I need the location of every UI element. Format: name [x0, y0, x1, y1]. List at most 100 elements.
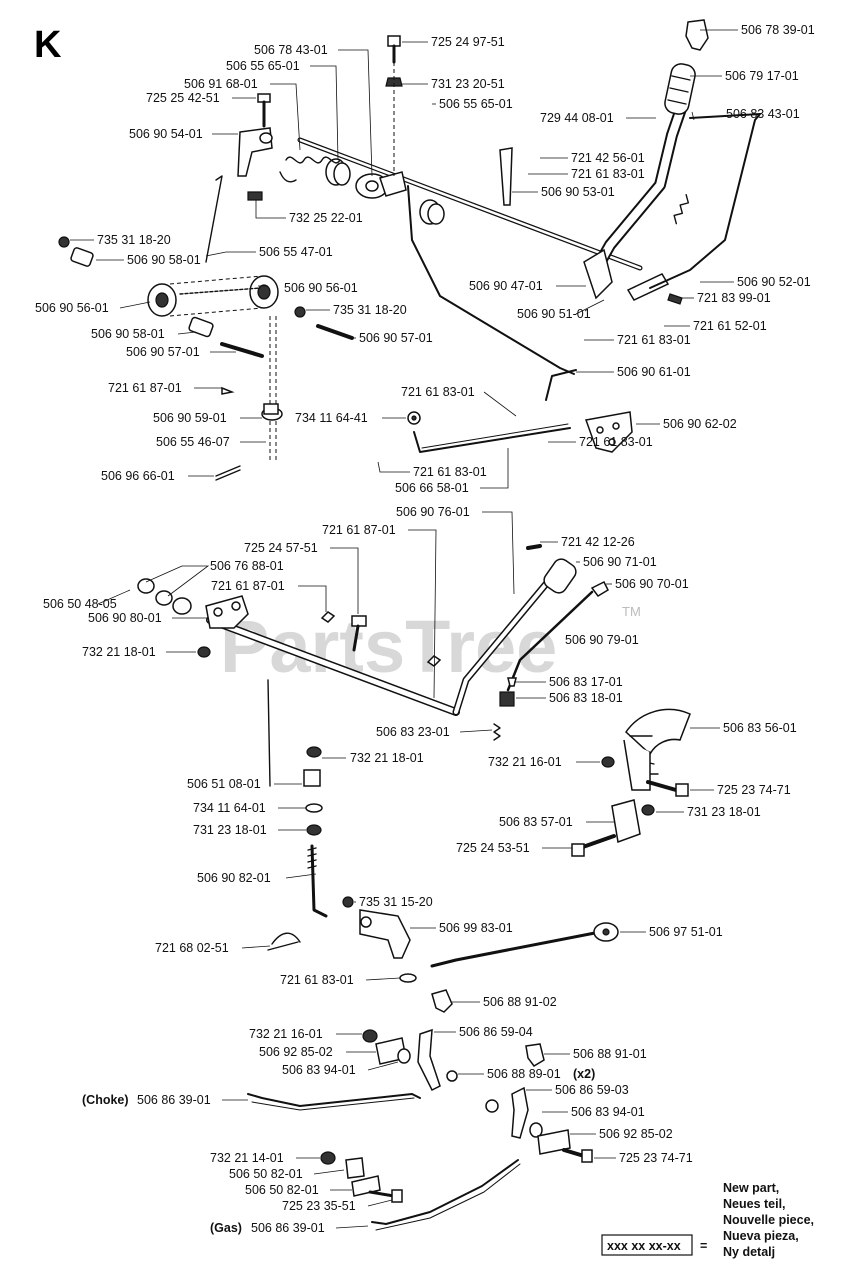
part-label: 721 61 83-01 [280, 973, 354, 987]
part-label: 721 61 52-01 [693, 319, 767, 333]
part-label: 721 68 02-51 [155, 941, 229, 955]
part-label: 506 90 71-01 [583, 555, 657, 569]
part-label: 506 83 57-01 [499, 815, 573, 829]
part-label: 721 83 99-01 [697, 291, 771, 305]
part-label: 506 99 83-01 [439, 921, 513, 935]
part-label: 506 90 70-01 [615, 577, 689, 591]
part-label: 506 90 61-01 [617, 365, 691, 379]
part-label: 732 21 16-01 [249, 1027, 323, 1041]
part-label: 732 25 22-01 [289, 211, 363, 225]
part-label: 506 90 56-01 [284, 281, 358, 295]
part-label: 725 24 57-51 [244, 541, 318, 555]
part-label: 506 90 59-01 [153, 411, 227, 425]
part-label: 506 90 53-01 [541, 185, 615, 199]
part-label: 506 91 68-01 [184, 77, 258, 91]
legend-equals: = [700, 1239, 707, 1253]
part-label: 506 90 62-02 [663, 417, 737, 431]
part-label: 506 88 91-01 [573, 1047, 647, 1061]
part-label: 734 11 64-01 [193, 801, 266, 815]
part-label: 506 86 39-01 [137, 1093, 211, 1107]
part-label: 506 55 65-01 [439, 97, 513, 111]
part-label: 734 11 64-41 [295, 411, 368, 425]
part-label: 732 21 16-01 [488, 755, 562, 769]
trademark: TM [622, 604, 641, 619]
part-label: 721 42 12-26 [561, 535, 635, 549]
part-labels: 506 78 39-01 725 24 97-51 506 78 43-01 5… [35, 23, 815, 1235]
part-label: 721 61 83-01 [401, 385, 475, 399]
part-label: 506 92 85-02 [259, 1045, 333, 1059]
legend-box-text: xxx xx xx-xx [607, 1239, 681, 1253]
part-label: 506 83 43-01 [726, 107, 800, 121]
legend-line: Nouvelle piece, [723, 1213, 814, 1227]
part-label: 506 90 51-01 [517, 307, 591, 321]
part-label: 506 90 76-01 [396, 505, 470, 519]
part-label: 731 23 18-01 [193, 823, 267, 837]
drawing-middle [137, 544, 691, 983]
part-label: 721 61 87-01 [322, 523, 396, 537]
part-label: 506 90 58-01 [127, 253, 201, 267]
part-label: 725 24 53-51 [456, 841, 530, 855]
quantity-note: (x2) [573, 1067, 595, 1081]
part-label: 506 50 82-01 [245, 1183, 319, 1197]
part-label: 506 88 89-01 [487, 1067, 561, 1081]
drawing-top [58, 19, 761, 481]
legend-box [601, 1234, 693, 1256]
part-label: 506 97 51-01 [649, 925, 723, 939]
part-label: 721 61 83-01 [571, 167, 645, 181]
part-label: 506 78 43-01 [254, 43, 328, 57]
part-label: 506 55 65-01 [226, 59, 300, 73]
part-label: 732 21 18-01 [82, 645, 156, 659]
part-label: 506 86 59-03 [555, 1083, 629, 1097]
part-label: 506 96 66-01 [101, 469, 175, 483]
part-label: 732 21 18-01 [350, 751, 424, 765]
part-label: 506 90 82-01 [197, 871, 271, 885]
cable-gas-label: (Gas) [210, 1221, 242, 1235]
legend: New part, Neues teil, Nouvelle piece, Nu… [601, 1181, 814, 1259]
leader-lines [70, 29, 738, 1229]
part-label: 506 90 52-01 [737, 275, 811, 289]
part-label: 735 31 15-20 [359, 895, 433, 909]
section-letter: K [34, 24, 62, 66]
part-label: 725 25 42-51 [146, 91, 220, 105]
part-label: 732 21 14-01 [210, 1151, 284, 1165]
part-label: 721 61 83-01 [617, 333, 691, 347]
legend-line: Neues teil, [723, 1197, 786, 1211]
legend-line: New part, [723, 1181, 779, 1195]
part-label: 721 42 56-01 [571, 151, 645, 165]
cable-choke-label: (Choke) [82, 1093, 129, 1107]
part-label: 725 23 74-71 [717, 783, 791, 797]
part-label: 506 83 56-01 [723, 721, 797, 735]
part-label: 506 50 82-01 [229, 1167, 303, 1181]
part-label: 506 92 85-02 [599, 1127, 673, 1141]
part-label: 506 83 94-01 [282, 1063, 356, 1077]
part-label: 731 23 20-51 [431, 77, 505, 91]
drawing-bottom [247, 989, 593, 1231]
part-label: 506 90 54-01 [129, 127, 203, 141]
part-label: 721 61 83-01 [413, 465, 487, 479]
part-label: 506 86 39-01 [251, 1221, 325, 1235]
part-label: 506 55 47-01 [259, 245, 333, 259]
part-label: 506 83 23-01 [376, 725, 450, 739]
part-label: 506 83 17-01 [549, 675, 623, 689]
part-label: 506 66 58-01 [395, 481, 469, 495]
part-label: 506 88 91-02 [483, 995, 557, 1009]
part-label: 506 83 18-01 [549, 691, 623, 705]
part-label: 506 90 80-01 [88, 611, 162, 625]
part-label: 735 31 18-20 [97, 233, 171, 247]
legend-line: Ny detalj [723, 1245, 775, 1259]
part-label: 506 90 58-01 [91, 327, 165, 341]
part-label: 721 61 83-01 [579, 435, 653, 449]
part-label: 729 44 08-01 [540, 111, 614, 125]
part-label: 506 90 56-01 [35, 301, 109, 315]
part-label: 506 90 79-01 [565, 633, 639, 647]
part-label: 731 23 18-01 [687, 805, 761, 819]
part-label: 506 90 57-01 [126, 345, 200, 359]
legend-line: Nueva pieza, [723, 1229, 799, 1243]
part-label: 506 50 48-05 [43, 597, 117, 611]
part-label: 506 83 94-01 [571, 1105, 645, 1119]
part-label: 506 79 17-01 [725, 69, 799, 83]
part-label: 506 90 57-01 [359, 331, 433, 345]
part-label: 725 23 74-71 [619, 1151, 693, 1165]
